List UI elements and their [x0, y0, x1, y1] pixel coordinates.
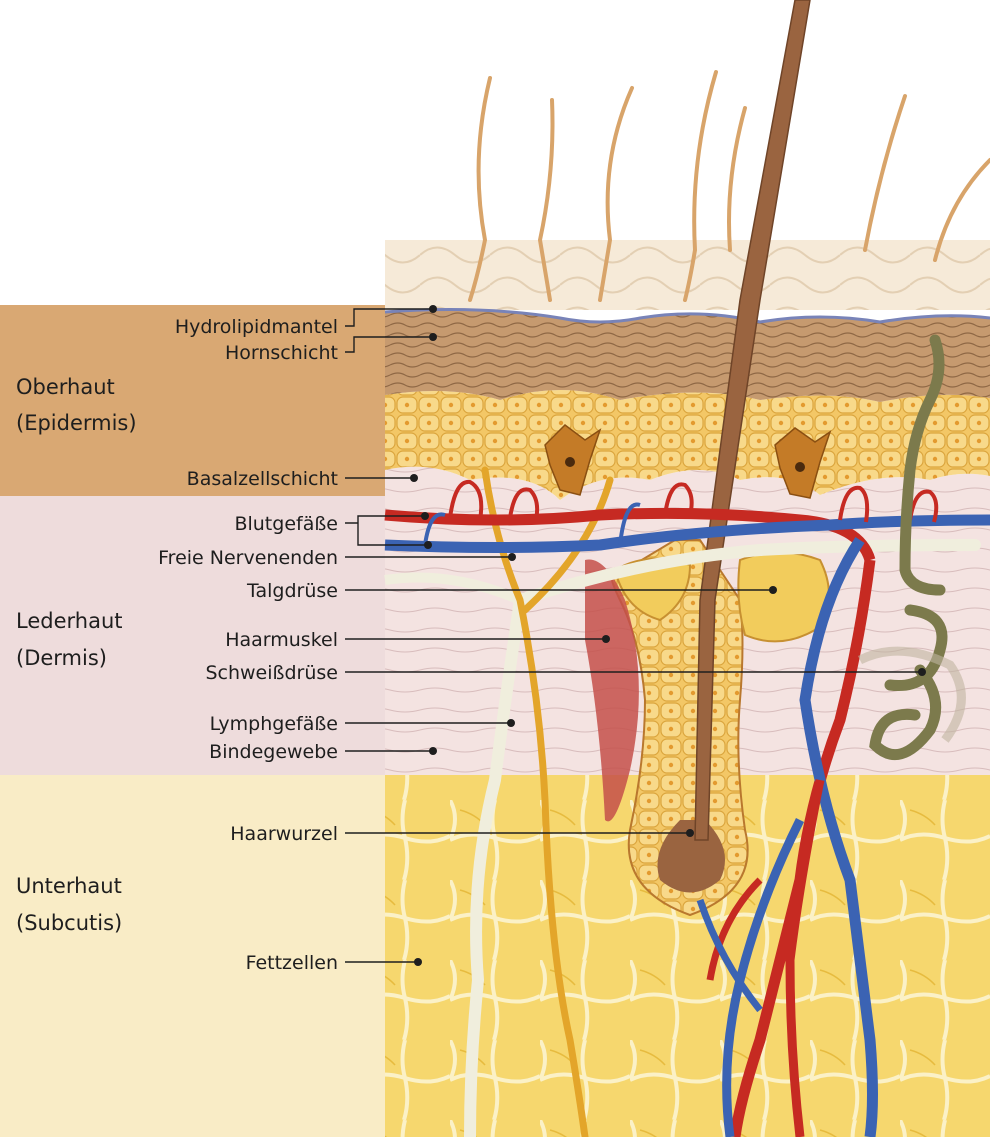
label-hornschicht: Hornschicht [225, 342, 338, 364]
label-haarmuskel: Haarmuskel [225, 629, 338, 651]
zone-subcutis-name: Unterhaut [16, 874, 122, 898]
label-bindegewebe: Bindegewebe [209, 741, 338, 763]
label-haarwurzel: Haarwurzel [230, 823, 338, 845]
zone-dermis-name: Lederhaut [16, 609, 123, 633]
label-freie-nervenenden: Freie Nervenenden [158, 547, 338, 569]
stratum-corneum [385, 310, 990, 402]
zone-dermis-latin: (Dermis) [16, 646, 107, 670]
label-schweissdruese: Schweißdrüse [205, 662, 338, 684]
label-blutgefaesse: Blutgefäße [234, 513, 338, 535]
label-fettzellen: Fettzellen [246, 952, 338, 974]
zone-epidermis-name: Oberhaut [16, 375, 115, 399]
label-hydrolipidmantel: Hydrolipidmantel [175, 316, 338, 338]
label-talgdruese: Talgdrüse [246, 580, 338, 602]
zone-subcutis-latin: (Subcutis) [16, 911, 122, 935]
zone-epidermis-latin: (Epidermis) [16, 411, 137, 435]
label-lymphgefaesse: Lymphgefäße [210, 713, 338, 735]
label-basalzellschicht: Basalzellschicht [187, 468, 338, 490]
